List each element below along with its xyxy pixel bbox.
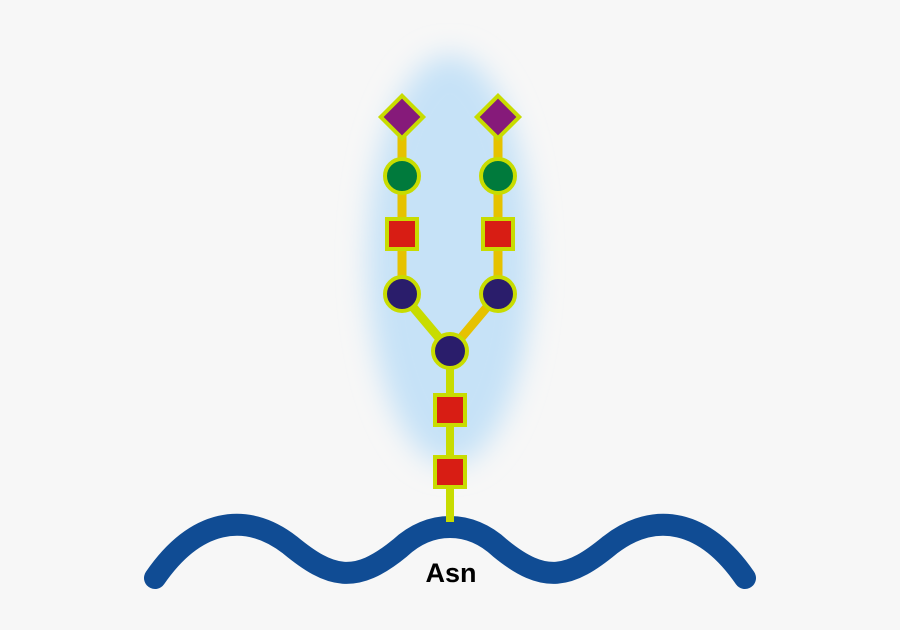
- mannose-circle-right: [479, 275, 517, 313]
- glcnac-square-right: [481, 217, 515, 251]
- galactose-circle-left: [383, 157, 421, 195]
- glcnac-square-core-lower: [433, 455, 467, 489]
- glcnac-square-core-upper: [433, 393, 467, 427]
- glcnac-square-left: [385, 217, 419, 251]
- galactose-circle-right: [479, 157, 517, 195]
- protein-backbone: [144, 513, 756, 589]
- mannose-circle-core: [431, 332, 469, 370]
- asn-label: Asn: [425, 558, 476, 588]
- sialic-acid-diamond-left: [377, 92, 427, 142]
- glow-background: [368, 55, 532, 465]
- sialic-acid-diamond-right: [473, 92, 523, 142]
- mannose-circle-left: [383, 275, 421, 313]
